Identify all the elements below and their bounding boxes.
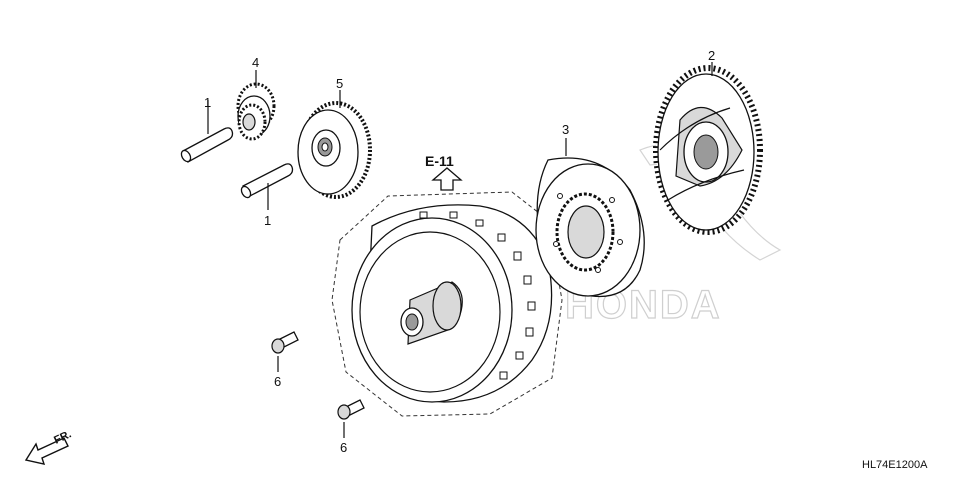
front-direction-indicator: FR. (24, 428, 73, 465)
pin-lower[interactable]: 1 (240, 163, 294, 228)
flywheel-slots (419, 211, 536, 380)
diagram-code: HL74E1200A (862, 459, 928, 471)
callout-bolt-left: 6 (274, 374, 281, 389)
gear-large[interactable]: 2 (653, 48, 763, 235)
bolt-left[interactable]: 6 (271, 331, 299, 389)
callout-gear-large: 2 (708, 48, 715, 63)
gear-small[interactable]: 4 (236, 55, 276, 141)
bolt-right[interactable]: 6 (337, 399, 365, 455)
starter-clutch[interactable]: 3 (535, 122, 645, 298)
clutch-bolt-holes (553, 193, 623, 273)
gear-idle[interactable]: 5 (297, 76, 372, 199)
callout-pin-lower: 1 (264, 213, 271, 228)
callout-gear-small: 4 (252, 55, 259, 70)
reference-label: E-11 (425, 153, 454, 169)
callout-bolt-right: 6 (340, 440, 347, 455)
front-label: FR. (52, 428, 73, 446)
flywheel[interactable] (351, 204, 553, 403)
reference-arrow[interactable]: E-11 (425, 153, 463, 191)
assembly-outline (331, 191, 563, 417)
callout-pin-upper: 1 (204, 95, 211, 110)
callout-starter-clutch: 3 (562, 122, 569, 137)
callout-gear-idle: 5 (336, 76, 343, 91)
pin-upper[interactable]: 1 (180, 95, 234, 163)
